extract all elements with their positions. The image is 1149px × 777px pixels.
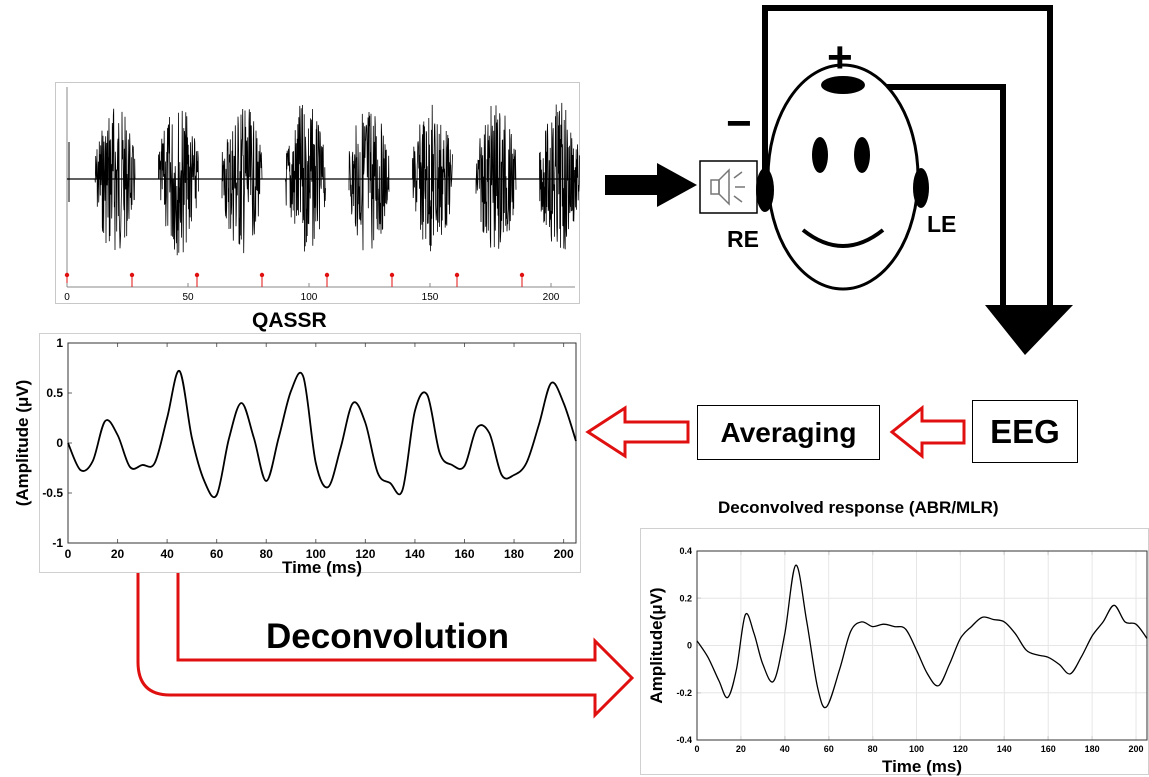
plus-sign: +: [827, 33, 853, 82]
x-tick-label: 60: [210, 547, 224, 561]
noise-burst: [285, 104, 326, 252]
response-line: [67, 370, 577, 499]
x-tick-label: 100: [909, 744, 924, 754]
red-arrow-deconvolution: [136, 566, 635, 719]
x-tick-label: 20: [111, 547, 125, 561]
x-tick-label: 160: [454, 547, 474, 561]
noise-burst: [412, 104, 453, 252]
left-ear-label: LE: [927, 211, 957, 237]
x-axis-label: Time (ms): [282, 558, 362, 577]
y-tick-label: -0.5: [42, 486, 63, 500]
trigger-marker: [194, 272, 200, 278]
ground-symbol: [985, 305, 1073, 355]
red-arrow-eeg-to-averaging: [889, 405, 966, 460]
eeg-label: EEG: [990, 412, 1060, 450]
x-tick-label: 80: [868, 744, 878, 754]
x-tick-label: 60: [824, 744, 834, 754]
trigger-marker: [64, 272, 70, 278]
x-tick-label: 200: [554, 547, 574, 561]
noise-burst: [158, 110, 199, 256]
y-axis-label: (Amplitude (μV): [13, 380, 32, 507]
trigger-marker: [324, 272, 330, 278]
stim-tick-label: 100: [301, 292, 318, 303]
head-outline: [766, 63, 920, 291]
stim-tick-label: 50: [182, 292, 194, 303]
x-tick-label: 40: [780, 744, 790, 754]
stim-tick-label: 0: [64, 292, 70, 303]
noise-burst: [221, 108, 263, 254]
x-tick-label: 180: [504, 547, 524, 561]
x-tick-label: 80: [260, 547, 274, 561]
stim-tick-label: 200: [543, 292, 560, 303]
minus-sign: −: [726, 99, 752, 148]
stimulus-caption: QASSR: [252, 309, 327, 332]
y-axis-label: Amplitude(μV): [647, 587, 666, 703]
averaging-label: Averaging: [720, 416, 857, 448]
speaker-icon: [699, 160, 758, 214]
head-diagram: [756, 5, 1073, 355]
stimulus-panel: 0 50 100 150 200: [55, 82, 580, 304]
deconvolved-response-chart: 0 20 40 60 80 100 120 140 160 180 200 0.4 0.2 0 -0.2 -0…: [640, 528, 1149, 776]
noise-burst: [348, 111, 390, 251]
response-line: [696, 564, 1148, 709]
averaged-response-chart: 0 20 40 60 80 100 120 140 160 180 200 1 0.5 0 -0.5 -1Ti…: [13, 333, 581, 577]
deconvolved-title: Deconvolved response (ABR/MLR): [718, 498, 999, 517]
averaging-box: Averaging: [697, 405, 880, 460]
x-tick-label: 140: [405, 547, 425, 561]
vertex-electrode: [821, 76, 865, 94]
right-ear: [756, 168, 774, 212]
eeg-box: EEG: [972, 400, 1078, 463]
noise-burst: [539, 102, 580, 250]
x-tick-label: 100: [306, 547, 326, 561]
y-tick-label: 1: [56, 336, 63, 350]
stimulus-bursts: [68, 102, 580, 256]
y-tick-label: 0.4: [679, 546, 692, 556]
y-tick-label: 0: [687, 641, 692, 651]
y-tick-label: -1: [52, 536, 63, 550]
x-tick-label: 0: [65, 547, 72, 561]
left-ear: [913, 168, 929, 208]
x-tick-label: 160: [1041, 744, 1056, 754]
deconvolution-label: Deconvolution: [266, 617, 510, 656]
noise-burst: [475, 105, 517, 249]
x-tick-label: 120: [355, 547, 375, 561]
y-tick-label: 0.5: [46, 386, 63, 400]
x-tick-label: 140: [997, 744, 1012, 754]
x-tick-label: 20: [736, 744, 746, 754]
x-axis-label: Time (ms): [882, 757, 962, 776]
x-tick-label: 0: [694, 744, 699, 754]
stim-tick-label: 150: [422, 292, 439, 303]
trigger-marker: [389, 272, 395, 278]
red-arrow-averaging-to-plot: [585, 405, 690, 459]
x-tick-label: 120: [953, 744, 968, 754]
trigger-marker: [259, 272, 265, 278]
trigger-marker: [454, 272, 460, 278]
noise-burst: [94, 108, 136, 251]
plot-frame: [696, 550, 1148, 741]
y-tick-label: 0.2: [679, 593, 692, 603]
y-tick-label: -0.4: [676, 735, 692, 745]
y-tick-label: -0.2: [676, 688, 692, 698]
black-arrow: [605, 163, 697, 207]
right-ear-label: RE: [727, 226, 759, 252]
x-tick-label: 40: [160, 547, 174, 561]
x-tick-label: 180: [1085, 744, 1100, 754]
trigger-marker: [129, 272, 135, 278]
y-tick-label: 0: [56, 436, 63, 450]
x-tick-label: 200: [1129, 744, 1144, 754]
trigger-marker: [519, 272, 525, 278]
